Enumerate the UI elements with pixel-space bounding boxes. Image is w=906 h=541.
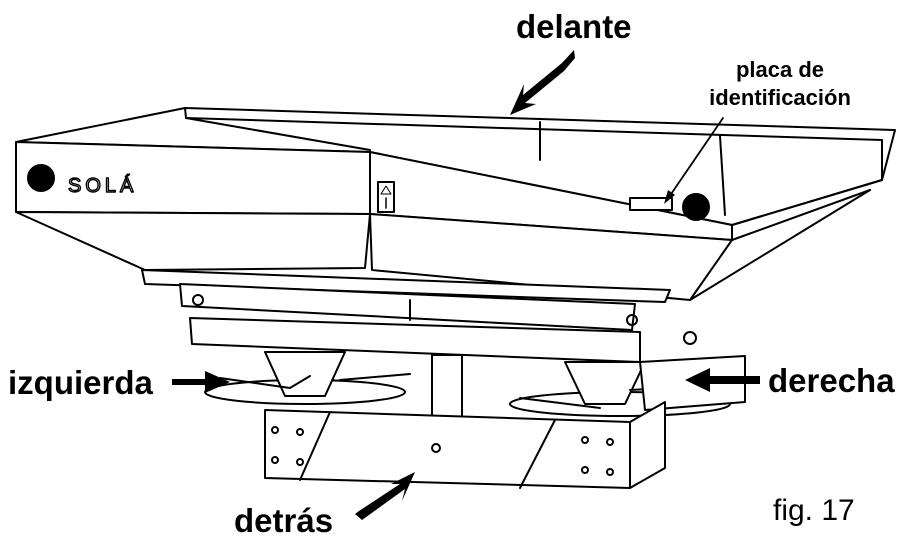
left-arrow-icon [172, 371, 230, 393]
figure-number: fig. 17 [773, 494, 855, 527]
hopper-front [15, 139, 883, 303]
brand-logo: SOLÁ [68, 174, 137, 197]
central-post [431, 354, 463, 424]
rear-frame [264, 355, 746, 489]
label-left: izquierda [8, 364, 153, 401]
label-plate-line2: identificación [709, 84, 851, 110]
label-front: delante [516, 8, 632, 45]
identification-plate [629, 197, 673, 211]
left-reflector-icon [27, 164, 55, 192]
warning-decal-icon [377, 181, 395, 213]
label-right: derecha [768, 362, 895, 399]
front-arrow-icon [510, 50, 575, 115]
label-plate-line1: placa de [735, 57, 825, 82]
left-spinner [204, 351, 411, 405]
right-reflector-icon [682, 193, 710, 221]
label-identification-plate: placa de identificación [680, 56, 880, 111]
gate-assembly [179, 283, 697, 363]
right-arrow-icon [685, 368, 760, 392]
plate-pointer [666, 117, 724, 201]
back-arrow-icon [355, 472, 415, 520]
label-back: detrás [234, 502, 334, 539]
